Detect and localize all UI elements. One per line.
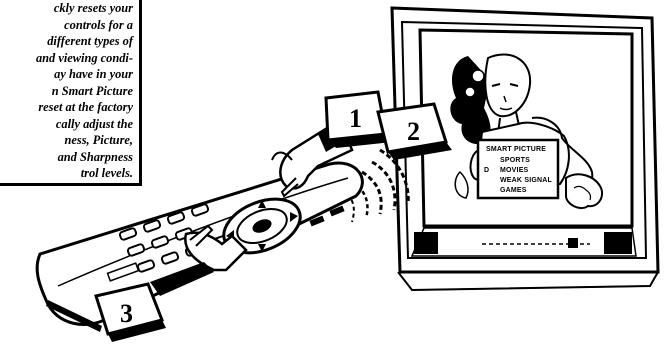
menu-item: GAMES xyxy=(500,187,527,194)
menu-title: SMART PICTURE xyxy=(486,146,546,153)
step-3-number: 3 xyxy=(120,299,133,328)
menu-item: WEAK SIGNAL xyxy=(500,177,553,184)
menu-item: MOVIES xyxy=(500,167,529,174)
menu-item: SPORTS xyxy=(500,157,530,164)
menu-selected-marker: D xyxy=(484,167,489,174)
step-1-number: 1 xyxy=(349,104,362,133)
tv-menu: SMART PICTURE SPORTS D MOVIES WEAK SIGNA… xyxy=(478,140,558,198)
step-2-number: 2 xyxy=(407,117,420,146)
tv-control-panel xyxy=(412,228,636,256)
